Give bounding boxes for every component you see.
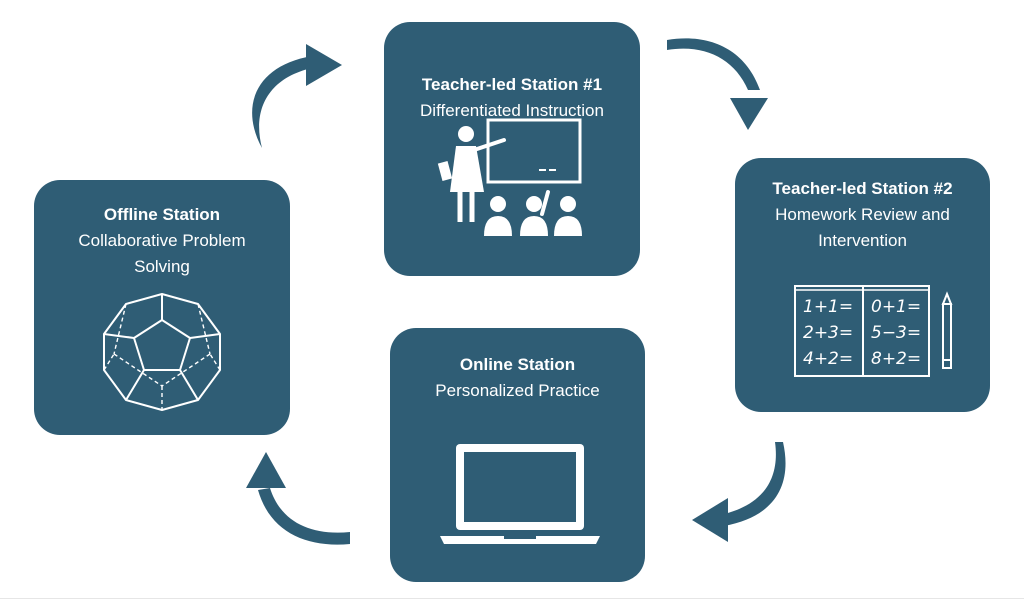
equation-text: 4+2= — [803, 349, 853, 369]
station-card-online: Online Station Personalized Practice — [390, 328, 645, 582]
arrow-group — [246, 38, 786, 545]
dodecahedron-icon — [103, 293, 221, 411]
station-subtitle: Differentiated Instruction — [420, 101, 604, 120]
teacher-at-whiteboard-icon — [437, 118, 584, 238]
station-text: Offline Station Collaborative Problem So… — [44, 202, 280, 280]
equation-text: 1+1= — [803, 297, 853, 317]
station-title: Online Station — [459, 355, 576, 374]
pencil-icon — [941, 291, 953, 369]
station-text: Teacher-led Station #1 Differentiated In… — [394, 72, 630, 124]
math-notebook-icon: 1+1= 2+3= 4+2= 0+1= 5−3= 8+2= — [794, 285, 953, 377]
station-title: Teacher-led Station #1 — [421, 75, 603, 94]
station-text: Teacher-led Station #2 Homework Review a… — [745, 176, 980, 254]
station-card-offline: Offline Station Collaborative Problem So… — [34, 180, 290, 435]
station-text: Online Station Personalized Practice — [400, 352, 635, 404]
curved-arrow-icon — [667, 38, 768, 130]
station-card-teacher-led-2: Teacher-led Station #2 Homework Review a… — [735, 158, 990, 412]
bottom-divider — [0, 598, 1024, 599]
equation-text: 0+1= — [871, 297, 921, 317]
equation-text: 5−3= — [871, 323, 921, 343]
station-subtitle: Personalized Practice — [435, 381, 600, 400]
station-subtitle-line1: Homework Review and — [775, 205, 950, 224]
curved-arrow-icon — [252, 44, 342, 148]
station-card-teacher-led-1: Teacher-led Station #1 Differentiated In… — [384, 22, 640, 276]
station-title: Offline Station — [103, 205, 221, 224]
station-subtitle-line2: Solving — [134, 257, 190, 276]
station-title: Teacher-led Station #2 — [772, 179, 953, 198]
curved-arrow-icon — [692, 442, 786, 542]
station-subtitle-line1: Collaborative Problem — [78, 231, 246, 250]
curved-arrow-icon — [246, 452, 350, 545]
laptop-icon — [440, 444, 600, 544]
equation-text: 2+3= — [803, 323, 853, 343]
station-subtitle-line2: Intervention — [818, 231, 907, 250]
equation-text: 8+2= — [871, 349, 921, 369]
